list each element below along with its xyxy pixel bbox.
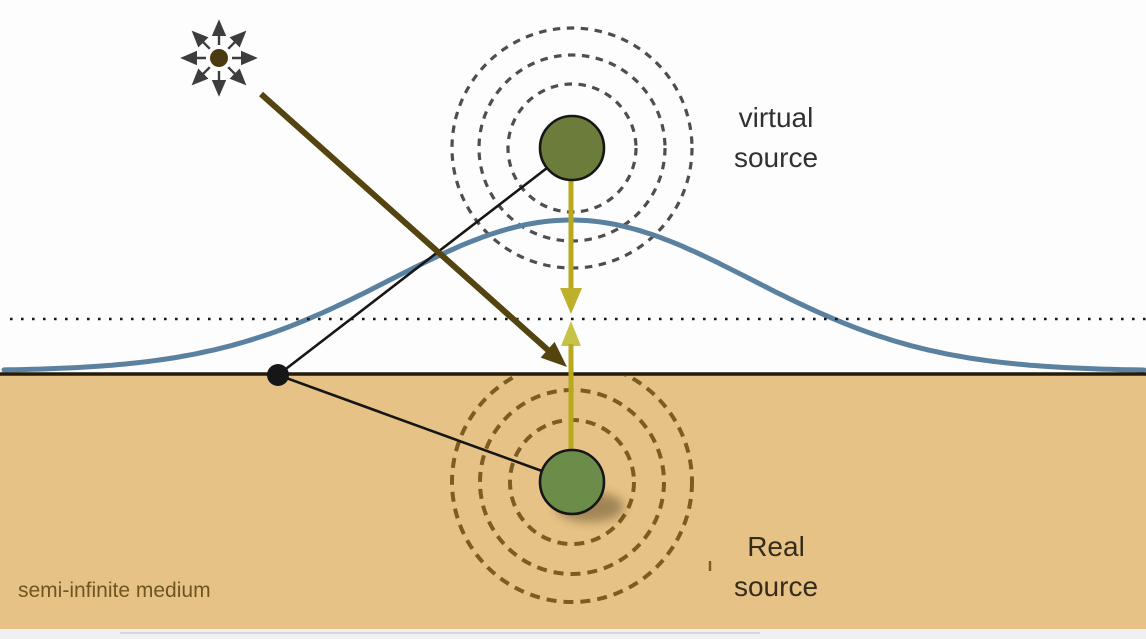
- diffuse-reflectance-curve: [1, 217, 1146, 373]
- semi-infinite-medium-label: semi-infinite medium: [18, 579, 211, 602]
- virtual-source-circle: [538, 114, 606, 182]
- detector-to-virtual-line: [277, 166, 548, 377]
- real-source-label-line2: source: [733, 571, 819, 602]
- real-source-circle: [538, 448, 606, 516]
- detector-to-real-line: [277, 373, 543, 473]
- virtual-down-arrowhead: [560, 288, 582, 314]
- incident-ray-arrowhead: [540, 341, 567, 367]
- virtual-source-label-line1: virtual: [738, 102, 814, 133]
- real-source-label: Real source: [696, 527, 856, 607]
- detector-point: [267, 364, 289, 386]
- point-source-sun-icon: [180, 19, 258, 97]
- incident-ray: [259, 91, 551, 354]
- real-up-arrowhead: [561, 321, 581, 346]
- real-source-label-line1: Real: [747, 531, 805, 562]
- image-distance-arrows: [560, 180, 582, 451]
- virtual-source-label-line2: source: [733, 142, 819, 173]
- virtual-source-label: virtual source: [696, 98, 856, 178]
